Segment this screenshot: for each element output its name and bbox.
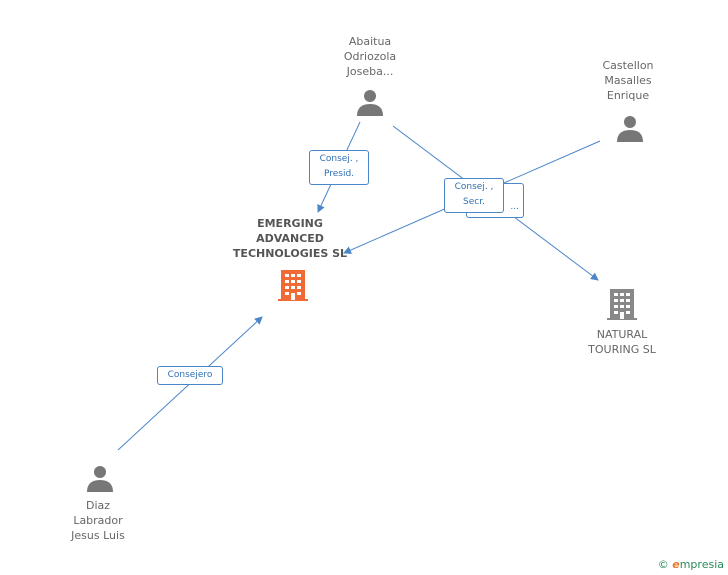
person-label-abaitua[interactable]: Abaitua Odriozola Joseba... <box>343 35 397 78</box>
building-icon[interactable] <box>278 270 308 301</box>
brand-logo-text: mpresia <box>679 558 724 571</box>
person-icon[interactable] <box>357 90 383 116</box>
edge-label-castellon-emerging[interactable]: Consej. , Secr. <box>444 178 504 213</box>
brand-logo-initial: e <box>672 558 680 571</box>
person-label-castellon[interactable]: Castellon Masalles Enrique <box>602 59 654 102</box>
company-label-natural[interactable]: NATURAL TOURING SL <box>588 328 656 356</box>
copyright-icon: © <box>657 558 669 571</box>
person-icon[interactable] <box>617 116 643 142</box>
brand-footer: © empresia <box>658 558 724 571</box>
company-label-emerging[interactable]: EMERGING ADVANCED TECHNOLOGIES SL <box>232 217 348 260</box>
person-icon[interactable] <box>87 466 113 492</box>
building-icon[interactable] <box>607 289 637 320</box>
edge-label-abaitua-emerging[interactable]: Consej. , Presid. <box>309 150 369 185</box>
edge-label-diaz-emerging[interactable]: Consejero <box>157 366 223 385</box>
person-label-diaz[interactable]: Diaz Labrador Jesus Luis <box>71 499 125 542</box>
